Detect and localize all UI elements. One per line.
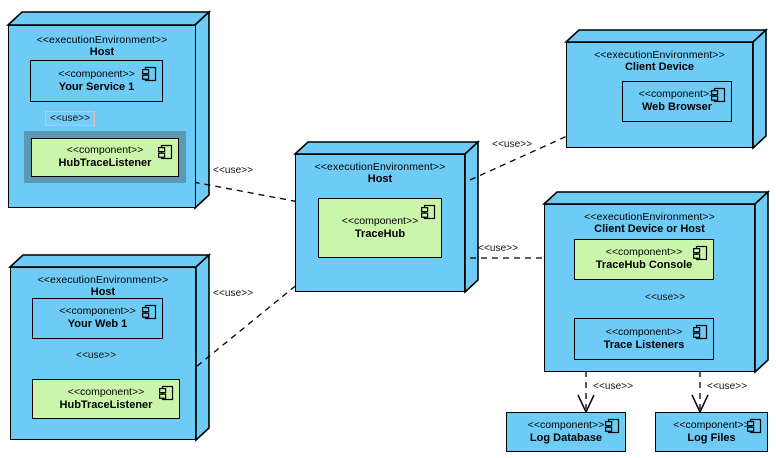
component-icon [605, 418, 620, 434]
component-icon [711, 87, 726, 103]
edge-label-use-listener1-to-tracehub[interactable]: <<use>> [213, 165, 254, 176]
component-icon [159, 385, 174, 401]
component-stereotype: <<component>> [605, 325, 683, 338]
component-stereotype: <<component>> [58, 67, 135, 80]
component-hubtracelistener-1[interactable]: <<component>> HubTraceListener [31, 138, 179, 177]
component-name: HubTraceListener [59, 398, 153, 411]
component-stereotype: <<component>> [605, 246, 683, 259]
component-stereotype: <<component>> [67, 385, 145, 398]
component-tracehub-console[interactable]: <<component>> TraceHub Console [574, 239, 714, 280]
component-log-database[interactable]: <<component>> Log Database [506, 412, 626, 452]
component-stereotype: <<component>> [341, 214, 419, 227]
component-your-web-1[interactable]: <<component>> Your Web 1 [32, 298, 163, 339]
component-icon [158, 144, 173, 160]
component-log-files[interactable]: <<component>> Log Files [655, 412, 768, 452]
component-icon [421, 204, 436, 220]
component-name: Log Files [687, 431, 736, 444]
component-tracehub[interactable]: <<component>> TraceHub [318, 198, 442, 258]
component-icon [693, 245, 708, 261]
component-icon [693, 324, 708, 340]
edge-label-use-tracehub-to-webbrowser[interactable]: <<use>> [492, 139, 533, 150]
component-name: Web Browser [641, 101, 713, 114]
edge-label-use-service-to-listener[interactable]: <<use>> [45, 111, 96, 126]
component-text: <<component>> HubTraceListener [33, 380, 179, 418]
edge-label-use-listeners-to-logfiles[interactable]: <<use>> [707, 381, 748, 392]
component-name: TraceHub [354, 227, 406, 240]
component-trace-listeners[interactable]: <<component>> Trace Listeners [574, 318, 714, 360]
component-stereotype: <<component>> [66, 144, 144, 157]
component-stereotype: <<component>> [527, 418, 605, 431]
component-stereotype: <<component>> [673, 418, 750, 431]
edge-label-use-listener2-to-tracehub[interactable]: <<use>> [213, 288, 254, 299]
component-icon [142, 66, 157, 82]
component-text: <<component>> HubTraceListener [32, 139, 178, 176]
component-your-service-1[interactable]: <<component>> Your Service 1 [30, 60, 163, 102]
component-name: Log Database [529, 431, 603, 444]
component-hubtracelistener-2[interactable]: <<component>> HubTraceListener [32, 379, 180, 419]
edge-label-use-web1-to-listener2[interactable]: <<use>> [76, 350, 117, 361]
component-icon [142, 304, 157, 320]
component-name: Your Service 1 [58, 80, 135, 93]
component-stereotype: <<component>> [59, 305, 136, 318]
component-icon [747, 418, 762, 434]
component-name: HubTraceListener [58, 157, 152, 170]
component-name: TraceHub Console [595, 259, 693, 272]
component-stereotype: <<component>> [638, 88, 716, 101]
component-web-browser[interactable]: <<component>> Web Browser [622, 81, 732, 122]
component-name: Your Web 1 [67, 318, 128, 331]
edge-label-use-tracehub-to-console[interactable]: <<use>> [478, 243, 519, 254]
edge-label-use-console-to-listeners[interactable]: <<use>> [645, 292, 686, 303]
component-name: Trace Listeners [603, 338, 685, 351]
edge-label-use-listeners-to-logdb[interactable]: <<use>> [593, 381, 634, 392]
